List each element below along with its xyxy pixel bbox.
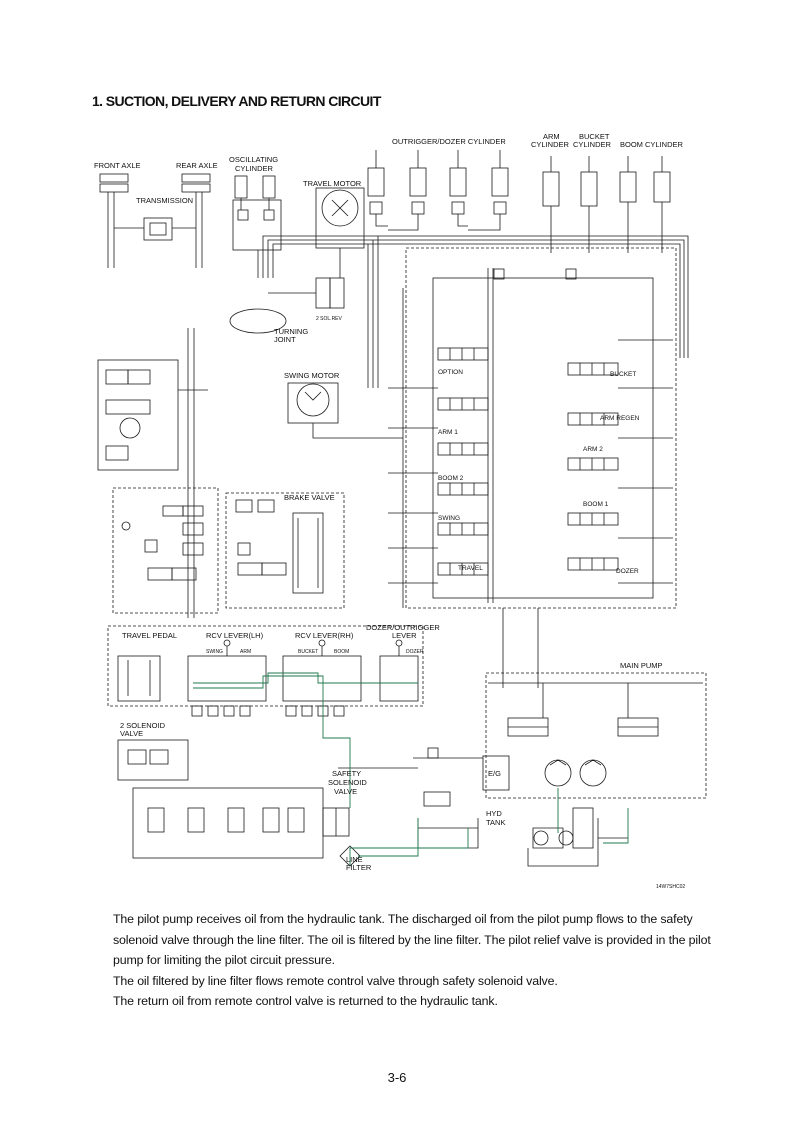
brake-valve-block [225, 492, 345, 609]
label-boom-cylinder: BOOM CYLINDER [620, 140, 684, 149]
hyd-tank [417, 791, 479, 849]
label-solenoid: SOLENOID [328, 778, 367, 787]
label-travel-pedal: TRAVEL PEDAL [122, 631, 177, 640]
label-front-axle: FRONT AXLE [94, 161, 141, 170]
spools-left [437, 347, 489, 576]
main-pump [485, 672, 707, 849]
label-transmission: TRANSMISSION [136, 196, 193, 205]
label-hyd: HYD [486, 809, 502, 818]
left-pilot-block [97, 328, 208, 618]
lever-section [107, 625, 424, 717]
label-lever: LEVER [392, 631, 417, 640]
engine [482, 755, 510, 791]
label-rcv-lever-lh: RCV LEVER(LH) [206, 631, 264, 640]
label-swing-motor: SWING MOTOR [284, 371, 340, 380]
pilot-manifold [132, 787, 324, 859]
label-boom-2: BOOM 2 [438, 475, 464, 482]
label-safety: SAFETY [332, 769, 361, 778]
return-pipes [338, 747, 628, 867]
swing-motor [287, 382, 403, 439]
travel-motor [315, 187, 365, 273]
label-line: LINE [346, 855, 363, 864]
spools-right [567, 339, 673, 584]
turning-joint [229, 308, 287, 334]
label-filter: FILTER [346, 863, 372, 872]
label-bucket-spool: BUCKET [610, 371, 636, 378]
front-axle [99, 173, 129, 268]
label-option: OPTION [438, 369, 463, 376]
outrigger-dozer-cylinders [367, 150, 509, 215]
label-arm-cylinder: CYLINDER [531, 140, 570, 149]
label-outrigger-dozer-cylinder: OUTRIGGER/DOZER CYLINDER [392, 137, 506, 146]
label-arm-1: ARM 1 [438, 429, 458, 436]
label-joint: JOINT [274, 335, 296, 344]
label-safety-valve: VALVE [334, 787, 357, 796]
arm-cylinder [542, 156, 560, 207]
label-turning: TURNING [274, 327, 308, 336]
mid-left-valve-block [112, 487, 219, 614]
label-bucket: BUCKET [579, 132, 610, 141]
label-travel-motor: TRAVEL MOTOR [303, 179, 362, 188]
body-paragraph-3: The return oil from remote control valve… [113, 994, 498, 1008]
oscillating-cylinder [232, 175, 282, 278]
label-swing-spool: SWING [438, 515, 460, 522]
label-dozer-outrigger: DOZER/OUTRIGGER [366, 623, 440, 632]
main-control-valve [405, 247, 677, 609]
label-valve: VALVE [120, 729, 143, 738]
safety-solenoid-valve [322, 807, 350, 837]
label-tank: TANK [486, 818, 505, 827]
label-arm: ARM [543, 132, 560, 141]
label-arm-lever: ARM [240, 649, 251, 655]
label-arm-regen: ARM REGEN [600, 415, 640, 422]
label-eg: E/G [488, 769, 501, 778]
two-sol-rev-valve [268, 273, 345, 309]
label-two-sol: 2 SOL.REV [316, 316, 343, 322]
label-brake-valve: BRAKE VALVE [284, 493, 335, 502]
pilot-lines [193, 672, 629, 866]
label-dozer-spool: DOZER [616, 568, 639, 575]
boom-cylinders [619, 156, 671, 203]
label-travel-spool: TRAVEL [458, 565, 483, 572]
rear-axle [181, 173, 211, 268]
hydraulic-circuit-diagram: FRONT AXLE REAR AXLE OSCILLATING CYLINDE… [94, 132, 707, 890]
transmission [114, 217, 196, 241]
section-title: 1. SUCTION, DELIVERY AND RETURN CIRCUIT [92, 93, 381, 109]
cylinder-pipes [262, 202, 689, 388]
label-2-solenoid: 2 SOLENOID [120, 721, 166, 730]
two-solenoid-valve [117, 739, 189, 781]
label-arm-2: ARM 2 [583, 446, 603, 453]
label-bucket-cylinder: CYLINDER [573, 140, 612, 149]
label-main-pump: MAIN PUMP [620, 661, 663, 670]
page-number: 3-6 [387, 1070, 407, 1085]
label-boom-1: BOOM 1 [583, 501, 609, 508]
body-paragraph-1: The pilot pump receives oil from the hyd… [113, 912, 711, 967]
label-figure-code: 14W7SHC02 [656, 884, 685, 890]
body-paragraph-2: The oil filtered by line filter flows re… [113, 973, 558, 988]
label-boom-lever: BOOM [334, 649, 349, 655]
label-bucket-lever: BUCKET [298, 649, 318, 655]
label-oscillating: OSCILLATING [229, 155, 278, 164]
label-dozer-lever: DOZER [406, 649, 424, 655]
label-rcv-lever-rh: RCV LEVER(RH) [295, 631, 354, 640]
bucket-cylinder [580, 156, 598, 207]
label-rear-axle: REAR AXLE [176, 161, 218, 170]
body-text: The pilot pump receives oil from the hyd… [113, 909, 713, 1012]
label-cylinder: CYLINDER [235, 164, 274, 173]
label-swing: SWING [206, 649, 223, 655]
mcv-port-lines [388, 288, 539, 688]
